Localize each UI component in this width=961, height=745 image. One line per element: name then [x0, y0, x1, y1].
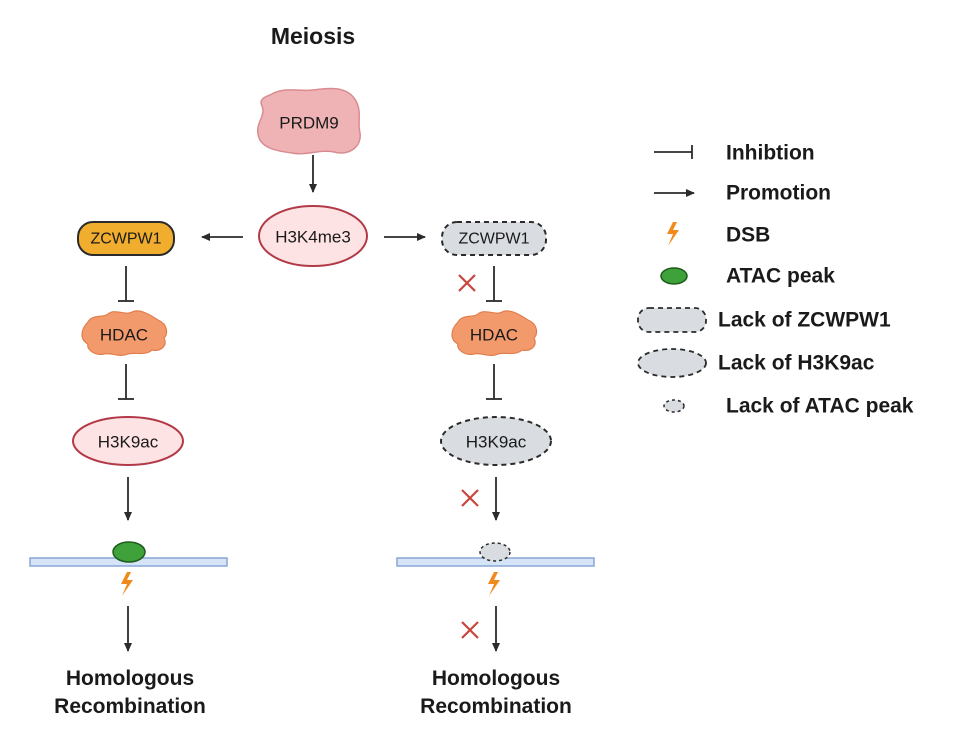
outcome-left-line1: Homologous: [66, 667, 194, 690]
prdm9-node: PRDM9: [257, 87, 361, 155]
legend-dsb-icon: [667, 222, 679, 246]
lack-atac-peak-right: [479, 542, 511, 562]
h3k9ac-left-node: H3K9ac: [72, 416, 184, 466]
legend-atac-peak-label: ATAC peak: [726, 265, 835, 288]
h3k9ac-right-node: H3K9ac: [440, 416, 552, 466]
legend-inhibition-icon: [654, 145, 693, 159]
legend-lack-h3k9ac-label: Lack of H3K9ac: [718, 352, 875, 375]
outcome-left-line2: Recombination: [54, 695, 206, 718]
atac-peak-left: [112, 541, 146, 563]
h3k9ac-right-label: H3K9ac: [466, 433, 527, 452]
legend: Inhibtion Promotion DSB ATAC peak Lack o…: [637, 142, 914, 418]
dsb-icon-left: [121, 572, 133, 596]
legend-lack-zcwpw1-icon: [637, 307, 707, 333]
blocked-inhibition-arrow: [486, 266, 502, 302]
hdac-left-shape: [81, 310, 168, 357]
zcwpw1-left-label: ZCWPW1: [90, 231, 161, 248]
hdac-left-node: HDAC: [81, 310, 168, 357]
h3k4me3-node: H3K4me3: [258, 205, 368, 267]
cross-icon: [458, 274, 476, 292]
outcome-right-line1: Homologous: [432, 667, 560, 690]
h3k9ac-left-shape: [72, 416, 184, 466]
cross-icon: [461, 621, 479, 639]
legend-lack-zcwpw1-label: Lack of ZCWPW1: [718, 309, 891, 332]
h3k9ac-right-shape: [440, 416, 552, 466]
inhibition-arrow: [486, 364, 502, 400]
hdac-right-node: HDAC: [451, 310, 538, 357]
hdac-right-label: HDAC: [470, 326, 518, 345]
legend-lack-h3k9ac-icon: [637, 348, 707, 378]
legend-lack-atac-icon: [663, 399, 685, 413]
outcome-right-line2: Recombination: [420, 695, 572, 718]
inhibition-arrow: [118, 364, 134, 400]
zcwpw1-right-shape: [441, 221, 547, 256]
legend-promotion-label: Promotion: [726, 182, 831, 205]
h3k4me3-shape: [258, 205, 368, 267]
legend-atac-peak-icon: [660, 267, 688, 285]
inhibition-arrow: [118, 266, 134, 302]
prdm9-label: PRDM9: [279, 114, 339, 133]
hdac-right-shape: [451, 310, 538, 357]
dsb-icon-right: [488, 572, 500, 596]
zcwpw1-left-node: ZCWPW1: [77, 221, 175, 256]
zcwpw1-left-shape: [77, 221, 175, 256]
zcwpw1-right-node: ZCWPW1: [441, 221, 547, 256]
cross-icon: [461, 489, 479, 507]
hdac-left-label: HDAC: [100, 326, 148, 345]
h3k4me3-label: H3K4me3: [275, 228, 351, 247]
diagram-title: Meiosis: [271, 23, 355, 49]
prdm9-shape: [257, 87, 361, 155]
legend-lack-atac-label: Lack of ATAC peak: [726, 395, 914, 418]
h3k9ac-left-label: H3K9ac: [98, 433, 159, 452]
zcwpw1-right-label: ZCWPW1: [458, 231, 529, 248]
legend-inhibition-label: Inhibtion: [726, 142, 815, 165]
legend-dsb-label: DSB: [726, 224, 770, 247]
